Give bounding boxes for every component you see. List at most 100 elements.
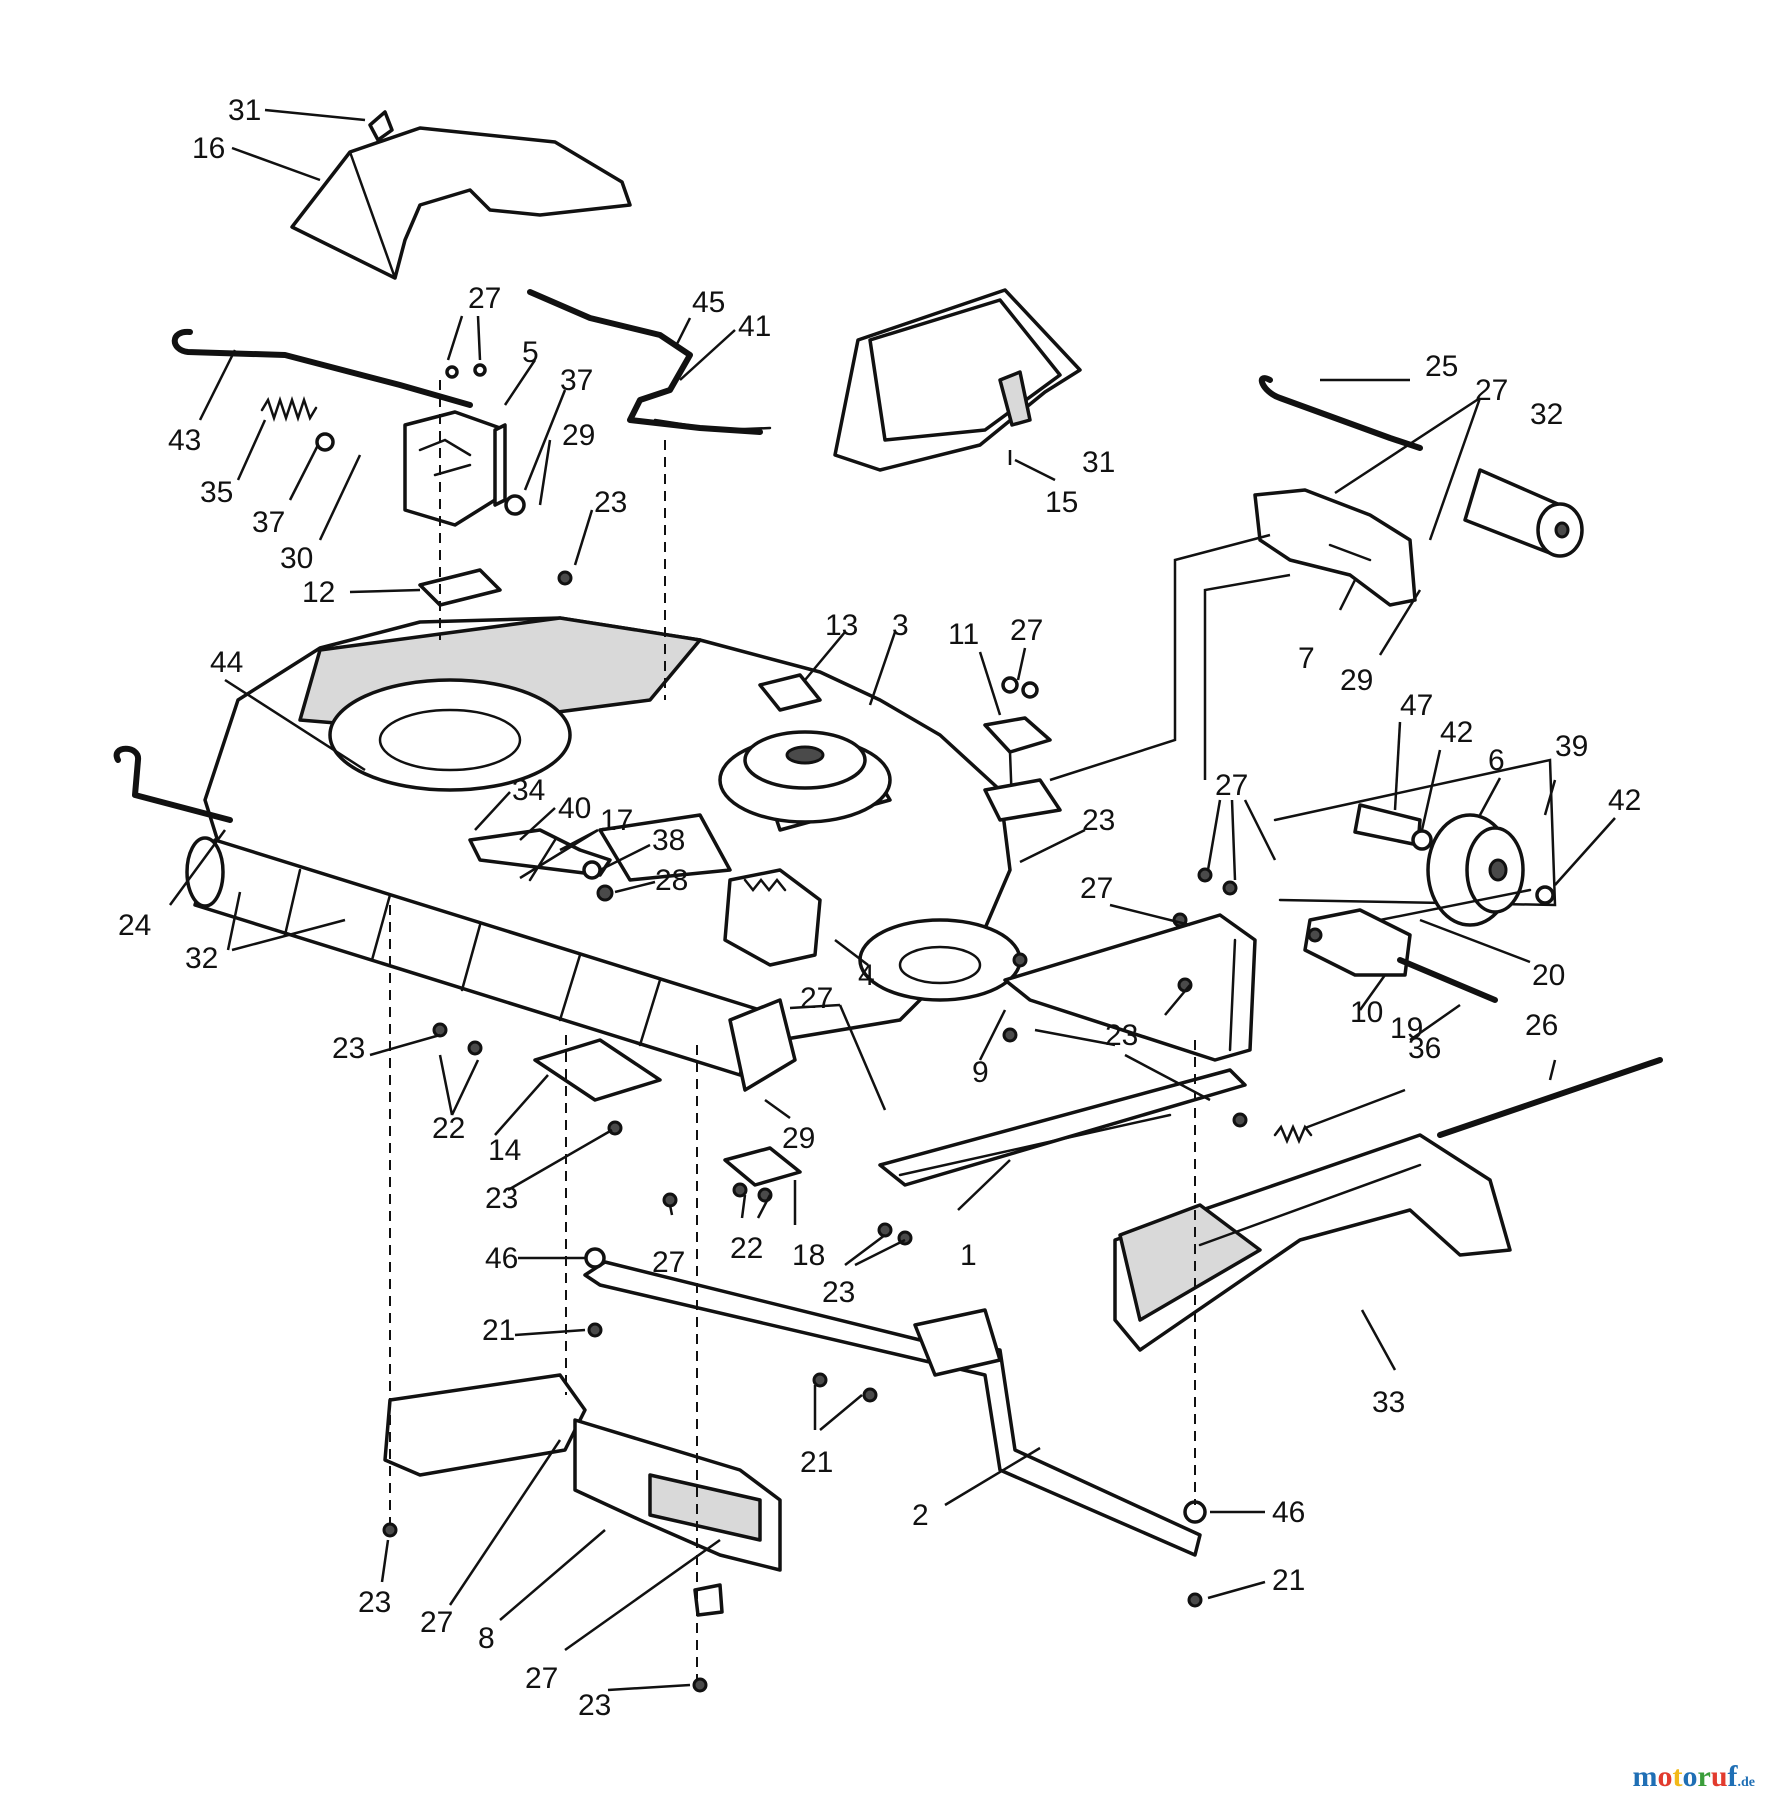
callout-13: 13	[825, 609, 858, 642]
assembly-guide-lines	[389, 380, 1291, 1680]
callout-4: 4	[858, 959, 875, 992]
callout-10: 10	[1350, 996, 1383, 1029]
callout-29: 29	[562, 419, 595, 452]
callout-15: 15	[1045, 486, 1078, 519]
callout-42: 42	[1440, 716, 1473, 749]
part-5-bracket	[403, 363, 526, 527]
callout-30: 30	[280, 542, 313, 575]
part-13-pulley	[718, 673, 892, 824]
part-32-front-rollers	[185, 836, 797, 1092]
callout-37-b: 37	[252, 506, 285, 539]
callout-23: 23	[594, 486, 627, 519]
callout-45: 45	[692, 286, 725, 319]
callout-20: 20	[1532, 959, 1565, 992]
callout-27-g: 27	[652, 1246, 685, 1279]
callout-35: 35	[200, 476, 233, 509]
callout-22-b: 22	[730, 1232, 763, 1265]
part-8-baffle	[383, 1373, 782, 1617]
callout-7: 7	[1298, 642, 1315, 675]
part-10-axle-bracket	[1303, 888, 1532, 1003]
callout-18: 18	[792, 1239, 825, 1272]
part-11-bracket	[983, 716, 1062, 822]
part-25-rod	[1258, 375, 1423, 451]
callout-31-b: 31	[1082, 446, 1115, 479]
callout-41: 41	[738, 310, 771, 343]
callout-9: 9	[972, 1056, 989, 1089]
callout-11: 11	[948, 618, 979, 651]
callout-27-b: 27	[1475, 374, 1508, 407]
callout-19: 19	[1390, 1012, 1423, 1045]
part-32-roller-right	[1463, 468, 1584, 558]
callout-44: 44	[210, 646, 243, 679]
part-35-spring	[260, 396, 335, 452]
callout-23-h: 23	[578, 1689, 611, 1722]
callout-27-i: 27	[525, 1662, 558, 1695]
hardware-bolts	[382, 570, 1323, 1693]
callout-23-d: 23	[332, 1032, 365, 1065]
part-6-gauge-wheel	[1273, 758, 1557, 927]
callout-12: 12	[302, 576, 335, 609]
callout-2: 2	[912, 1499, 929, 1532]
callout-22: 22	[432, 1112, 465, 1145]
part-9-bracket	[1003, 913, 1257, 1062]
callout-21-c: 21	[1272, 1564, 1305, 1597]
callout-24: 24	[118, 909, 151, 942]
callout-21: 21	[482, 1314, 515, 1347]
callout-27: 27	[468, 282, 501, 315]
callout-32: 32	[1530, 398, 1563, 431]
callout-5: 5	[522, 336, 539, 369]
part-2-deck-support-bar	[583, 1260, 1202, 1557]
callout-28: 28	[655, 864, 688, 897]
callout-leaders	[168, 108, 1616, 1692]
callout-43: 43	[168, 424, 201, 457]
callout-26: 26	[1525, 1009, 1558, 1042]
watermark-letters: motoruf	[1632, 1760, 1737, 1794]
callout-23-g: 23	[358, 1586, 391, 1619]
watermark-logo: motorufmotoruf.de	[1632, 1760, 1755, 1794]
callout-47: 47	[1400, 689, 1433, 722]
watermark-suffix: .de	[1737, 1775, 1756, 1790]
callout-34: 34	[512, 774, 545, 807]
callout-labels: 31 16 27 45 41 5 37 29 43 35 37 30 23 12…	[118, 94, 1641, 1722]
callout-23-f: 23	[822, 1276, 855, 1309]
callout-17: 17	[600, 804, 633, 837]
callout-16: 16	[192, 132, 225, 165]
callout-29-b: 29	[1340, 664, 1373, 697]
callout-31: 31	[228, 94, 261, 127]
callout-46-b: 46	[1272, 1496, 1305, 1529]
part-24-rod	[113, 745, 233, 823]
part-12-plate	[418, 568, 502, 607]
callout-23-e: 23	[485, 1182, 518, 1215]
watermark-letter: r	[1697, 1760, 1711, 1793]
part-18-plate	[723, 1146, 802, 1187]
callout-8: 8	[478, 1622, 495, 1655]
callout-14: 14	[488, 1134, 521, 1167]
watermark-letter: t	[1672, 1760, 1683, 1793]
part-7-bracket	[1253, 488, 1417, 607]
part-15-belt-cover	[833, 288, 1082, 472]
callout-46: 46	[485, 1242, 518, 1275]
part-4-idler-bracket	[723, 868, 822, 967]
callout-32-b: 32	[185, 942, 218, 975]
watermark-letter: o	[1682, 1760, 1698, 1793]
callout-25: 25	[1425, 350, 1458, 383]
callout-27-h: 27	[420, 1606, 453, 1639]
callout-27-e: 27	[1080, 872, 1113, 905]
callout-36: 36	[1408, 1032, 1441, 1065]
callout-1: 1	[960, 1239, 977, 1272]
part-14-plate	[533, 1038, 662, 1102]
callout-23-b: 23	[1082, 804, 1115, 837]
part-1-link-bar	[878, 1068, 1247, 1187]
callout-42-b: 42	[1608, 784, 1641, 817]
part-16-chute-cover	[290, 110, 632, 280]
callout-27-d: 27	[1215, 769, 1248, 802]
part-45-lift-rod	[527, 289, 772, 435]
callout-27-c: 27	[1010, 614, 1043, 647]
callout-27-f: 27	[800, 982, 833, 1015]
watermark-letter: u	[1710, 1760, 1728, 1793]
part-26-rod	[1437, 1057, 1663, 1138]
callout-23-c: 23	[1105, 1019, 1138, 1052]
part-43-rod	[171, 328, 473, 408]
callout-37: 37	[560, 364, 593, 397]
